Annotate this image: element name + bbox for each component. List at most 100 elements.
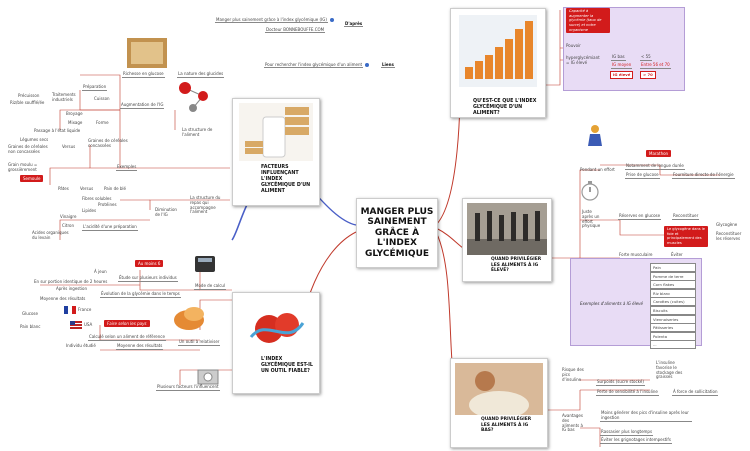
pain-ble-label: Pain de blé (104, 186, 126, 191)
links-text: Pour rechercher l'index glycémique d'un … (264, 62, 364, 68)
link-dot-icon (329, 18, 334, 22)
traitements-label: Traitements industriels (52, 92, 76, 102)
facteurs-influence-label: Plusieurs facteurs l'influencent (156, 384, 220, 391)
grain-image-icon (127, 38, 167, 68)
exemples-label: Exemples (116, 164, 138, 171)
avantage-2: Rassasier plus longtemps (600, 429, 654, 436)
moyenne-1-label: Moyenne des résultats (40, 296, 86, 301)
food-item: Viennoiseries (650, 314, 696, 324)
card-low-ig-title: QUAND PRIVILÉGIER LES ALIMENTS À IG BAS? (481, 417, 532, 433)
longue-duree-label: Notamment de longue durée (625, 163, 685, 170)
reconstituer-reserves-label: Reconstituer les réserves (716, 231, 742, 241)
graines-concassees-label: Graines de céréales concassées (88, 138, 128, 148)
risque-pics-label: Risque des pics d'insuline (562, 367, 584, 382)
glycogene-label: Glycogène (716, 222, 738, 227)
moyenne-2-label: Moyenne des résultats (116, 343, 164, 350)
card-fiable-title: L'INDEX GLYCÉMIQUE EST-IL UN OUTIL FIABL… (261, 357, 313, 374)
ig-moyen-value: Entre 56 et 70 (640, 62, 671, 69)
richesse-glucose-label: Richesse en glucose (122, 71, 165, 78)
tomato-tape-image-icon (247, 297, 307, 349)
graines-non-concassees-label: Graines de céréales non concassées (8, 144, 48, 154)
source-site-text[interactable]: Docteur BONNEBOUFFE.COM (265, 27, 326, 33)
card-what-is-ig-title: QU'EST-CE QUE L'INDEX GLYCÉMIQUE D'UN AL… (473, 99, 537, 116)
glycogene-note-badge: Le glycogène dans le foie et principalem… (664, 226, 708, 247)
avantage-1: Moins générer des pics d'insuline après … (600, 410, 692, 422)
a-jeun-label: À jeun (94, 269, 107, 274)
fruit-cutting-icon (174, 307, 204, 330)
prise-glucose-label: Prise de glucose (625, 172, 660, 179)
acidite-label: L'acidité d'une préparation (82, 224, 138, 231)
vinaigre-label: Vinaigre (60, 214, 77, 219)
individu-label: Individu étudié (66, 343, 96, 348)
card-high-ig-title: QUAND PRIVILÉGIER LES ALIMENTS À IG ÉLEV… (491, 257, 542, 273)
sollicitation-label: À force de sollicitation (672, 389, 719, 396)
versus-1-label: Versus (62, 144, 76, 149)
food-item: ... (650, 340, 696, 350)
person-eating-image-icon (455, 363, 543, 415)
marathon-badge: Marathon (646, 150, 672, 158)
reconstituer-label: Reconstituer (672, 213, 700, 220)
versus-2-label: Versus (80, 186, 94, 191)
broyage-label: Broyage (66, 111, 83, 116)
proteines-label: Protéines (98, 202, 117, 207)
source-line: Manger plus sainement grâce à l'index gl… (215, 17, 334, 23)
apres-effort-label: Juste après un effort physique (582, 209, 601, 229)
relativiser-label: Un outil à relativiser (178, 339, 221, 346)
etude-label: Étude sur plusieurs individus (118, 275, 178, 282)
calcule-label: Calculé selon un aliment de référence (88, 334, 166, 341)
apres-ingestion-label: Après ingestion (56, 286, 88, 291)
links-line: Pour rechercher l'index glycémique d'un … (264, 62, 370, 68)
scale-icon (197, 369, 219, 385)
central-topic-text: MANGER PLUS SAINEMENT GRÂCE À L'INDEX GL… (360, 207, 434, 259)
reserves-glucose-label: Réserves en glucose (618, 213, 662, 220)
ig-definition-badge: Capacité à augmenter la glycémie (taux d… (566, 8, 610, 34)
pendant-effort-label: Pendant un effort (580, 167, 615, 172)
forme-label: Forme (96, 120, 109, 125)
augmentation-label: Augmentation de l'IG (120, 102, 165, 109)
food-item: Riz blanc (650, 288, 696, 298)
stopwatch-icon (581, 181, 599, 201)
ig-moyen-label: IG moyen (611, 62, 633, 69)
card-fiable[interactable]: L'INDEX GLYCÉMIQUE EST-IL UN OUTIL FIABL… (232, 292, 320, 394)
citron-label: Citron (62, 223, 75, 228)
food-item: Pâtisseries (650, 323, 696, 333)
lipides-label: Lipides (82, 208, 97, 213)
surpoids-label: Surpoids (sucre stocké) (596, 379, 645, 386)
selon-pays-badge: Faire selon les pays (104, 320, 150, 328)
structure-repas-label: La structure du repas qui accompagne l'a… (190, 195, 221, 215)
fibres-label: Fibres solubles (82, 196, 112, 201)
food-item: Pain (650, 263, 696, 272)
runner-figure-icon (588, 125, 602, 146)
france-label: France (78, 307, 92, 312)
central-topic[interactable]: MANGER PLUS SAINEMENT GRÂCE À L'INDEX GL… (356, 198, 438, 268)
passage-liquide-label: Passage à l'état liquide (34, 128, 81, 133)
card-low-ig[interactable]: QUAND PRIVILÉGIER LES ALIMENTS À IG BAS? (450, 358, 548, 448)
tag-liens-text: Liens (381, 62, 395, 68)
acides-label: Acides organiques du levain (32, 230, 69, 240)
pates-label: Pâtes (58, 186, 69, 191)
runners-image-icon (467, 203, 547, 255)
link-dot-icon (365, 63, 370, 67)
au-moins-badge: Au moins 6 (135, 260, 164, 268)
source-site[interactable]: Docteur BONNEBOUFFE.COM (265, 27, 326, 33)
calculator-icon (195, 256, 215, 272)
food-item: Pomme de terre (650, 271, 696, 281)
semoule-badge: Semoule (20, 175, 44, 183)
ig-bas-value: < 55 (640, 54, 652, 61)
legumes-secs-label: Légumes secs (20, 137, 49, 142)
card-facteurs[interactable]: FACTEURS INFLUENÇANT L'INDEX GLYCÉMIQUE … (232, 98, 320, 206)
food-item: Biscuits (650, 306, 696, 315)
food-item: Polenta (650, 331, 696, 341)
perte-sensibilite-label: Perte de sensibilité à l'insuline (596, 389, 659, 396)
card-what-is-ig[interactable]: QU'EST-CE QUE L'INDEX GLYCÉMIQUE D'UN AL… (450, 8, 546, 118)
fourniture-energie-label: Fourniture directe de l'énergie (672, 172, 735, 179)
usa-flag-icon (70, 321, 82, 329)
insuline-stockage-label: L'insuline favorise le stockage des grai… (656, 360, 683, 380)
preparation-label: Préparation (82, 84, 108, 91)
card-high-ig[interactable]: QUAND PRIVILÉGIER LES ALIMENTS À IG ÉLEV… (462, 198, 552, 282)
structure-aliment-label: La structure de l'aliment (182, 127, 213, 137)
molecule-icon (179, 82, 208, 112)
glucose-label: Glucose (22, 311, 38, 316)
food-item: Corn flakes (650, 280, 696, 290)
precuisson-label: Précuisson (18, 93, 40, 98)
